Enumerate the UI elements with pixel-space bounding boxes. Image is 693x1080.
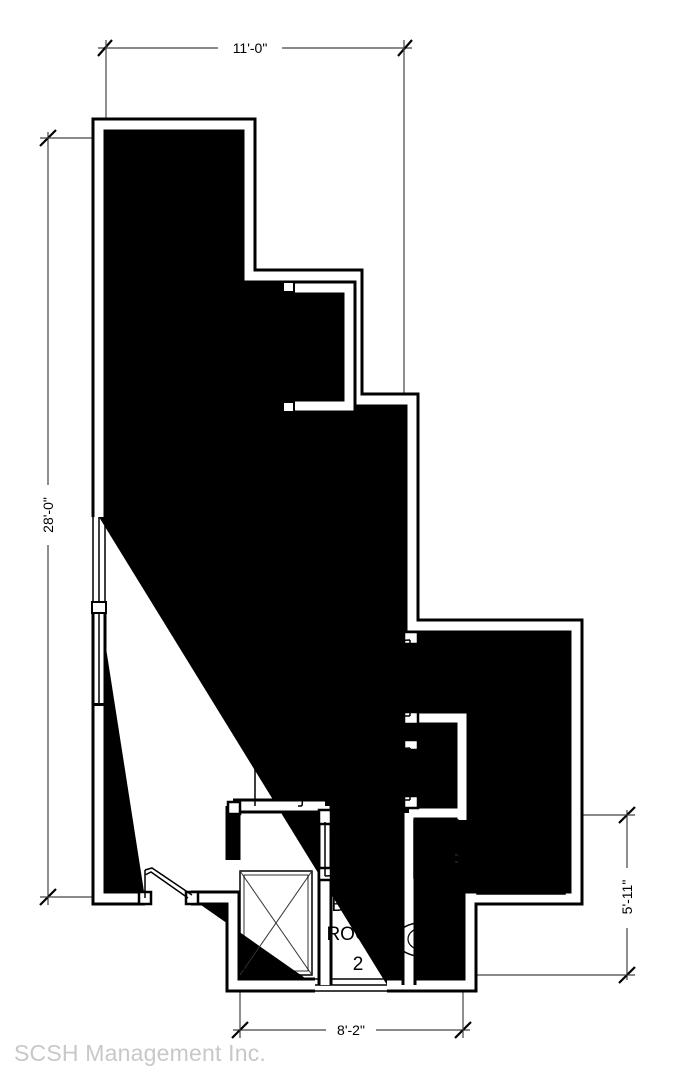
dimension-top: 11'-0" [97, 38, 413, 400]
sink [413, 819, 459, 879]
stairs [476, 736, 566, 895]
watermark: SCSH Management Inc. [14, 1040, 267, 1066]
dimension-bottom-label: 8'-2" [337, 1022, 365, 1038]
dimension-right-label: 5'-11" [619, 880, 635, 915]
door-swings [144, 639, 411, 899]
bathroom-label-line1: BATH [331, 895, 380, 916]
dimension-bottom: 8'-2" [231, 988, 472, 1040]
dimension-top-label: 11'-0" [233, 40, 268, 56]
toilet [395, 915, 457, 963]
bathroom-label-line3: 2 [353, 954, 364, 975]
bedroom-label: BEDROOM 3 [185, 538, 299, 559]
closet [282, 280, 357, 414]
dimension-left: 28'-0" [38, 129, 100, 906]
bathroom-label-line2: ROOM [326, 924, 385, 945]
shower [239, 870, 313, 976]
window-left [91, 517, 107, 703]
exterior-walls [99, 125, 576, 985]
dimension-left-label: 28'-0" [40, 497, 56, 533]
